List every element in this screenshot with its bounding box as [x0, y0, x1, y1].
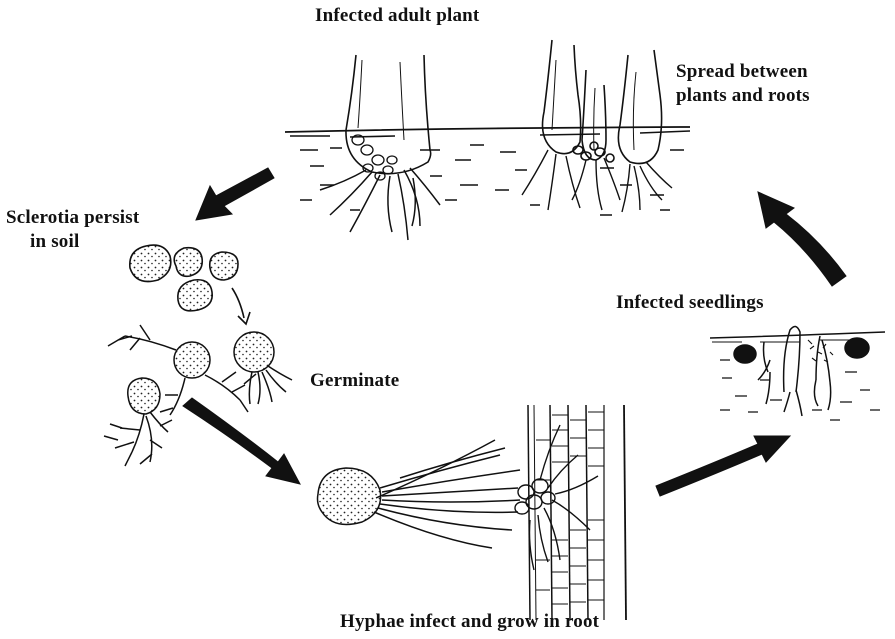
label-germinate: Germinate: [310, 369, 399, 393]
arrow-to-sclerotia: [196, 168, 274, 220]
label-spread-line-1: Spread between: [676, 60, 808, 84]
infected-seedlings-scene: [710, 326, 885, 420]
sclerotia-in-soil: [130, 245, 250, 324]
label-infected-adult-plant: Infected adult plant: [315, 4, 479, 28]
hyphae-root-scene: [318, 405, 627, 620]
label-spread-line-2: plants and roots: [676, 84, 810, 108]
label-hyphae-infect: Hyphae infect and grow in root: [340, 610, 599, 634]
cycle-arrows: [183, 168, 846, 496]
germinating-sclerotia: [104, 325, 292, 466]
adult-plant-scene: [285, 40, 690, 240]
arrow-to-hyphae: [183, 398, 300, 484]
label-sclerotia-line-2: in soil: [30, 230, 79, 254]
arrow-to-spread: [758, 192, 846, 286]
arrow-to-seedlings: [656, 436, 790, 496]
label-infected-seedlings: Infected seedlings: [616, 291, 764, 315]
label-sclerotia-line-1: Sclerotia persist: [6, 206, 139, 230]
